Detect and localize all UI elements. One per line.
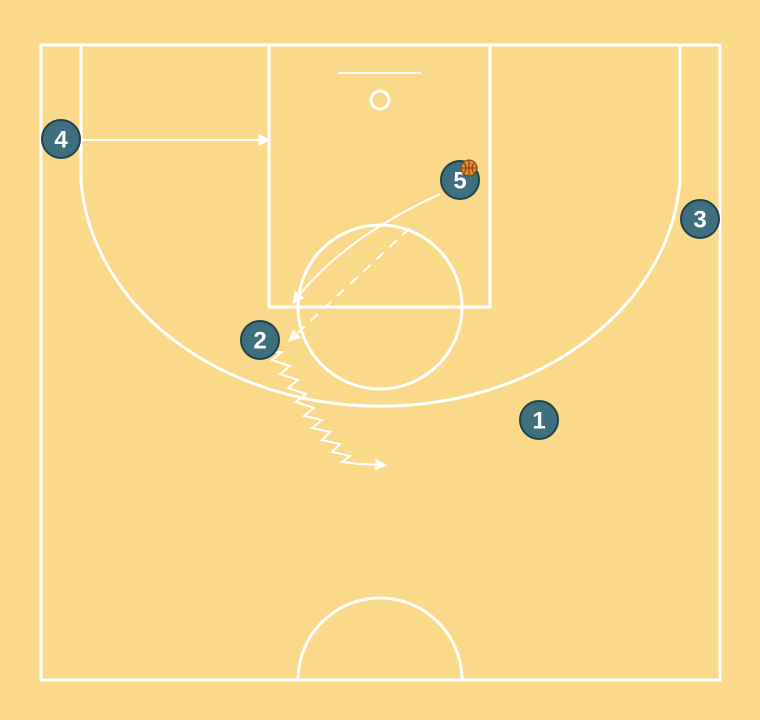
player-4-marker — [41, 119, 81, 159]
player-5[interactable]: 5 — [440, 159, 480, 200]
player-4-label: 4 — [54, 127, 68, 154]
cut-arrow-player-5 — [292, 193, 441, 304]
center-circle — [296, 596, 464, 681]
player-1-marker — [519, 400, 559, 440]
dribble-arrow-player-2 — [268, 351, 388, 471]
three-point-line — [79, 45, 682, 408]
player-3-label: 3 — [693, 207, 706, 234]
rim — [369, 89, 391, 111]
player-2-marker — [240, 320, 280, 360]
pass-arrow-5-to-2 — [288, 227, 411, 342]
basketball-icon — [460, 159, 478, 177]
player-4[interactable]: 4 — [41, 119, 81, 159]
player-3-marker — [680, 199, 720, 239]
paint-lane — [267, 43, 492, 309]
player-2[interactable]: 2 — [240, 320, 280, 360]
player-1[interactable]: 1 — [519, 400, 559, 440]
player-1-label: 1 — [532, 408, 545, 435]
player-3[interactable]: 3 — [680, 199, 720, 239]
player-2-label: 2 — [253, 328, 266, 355]
